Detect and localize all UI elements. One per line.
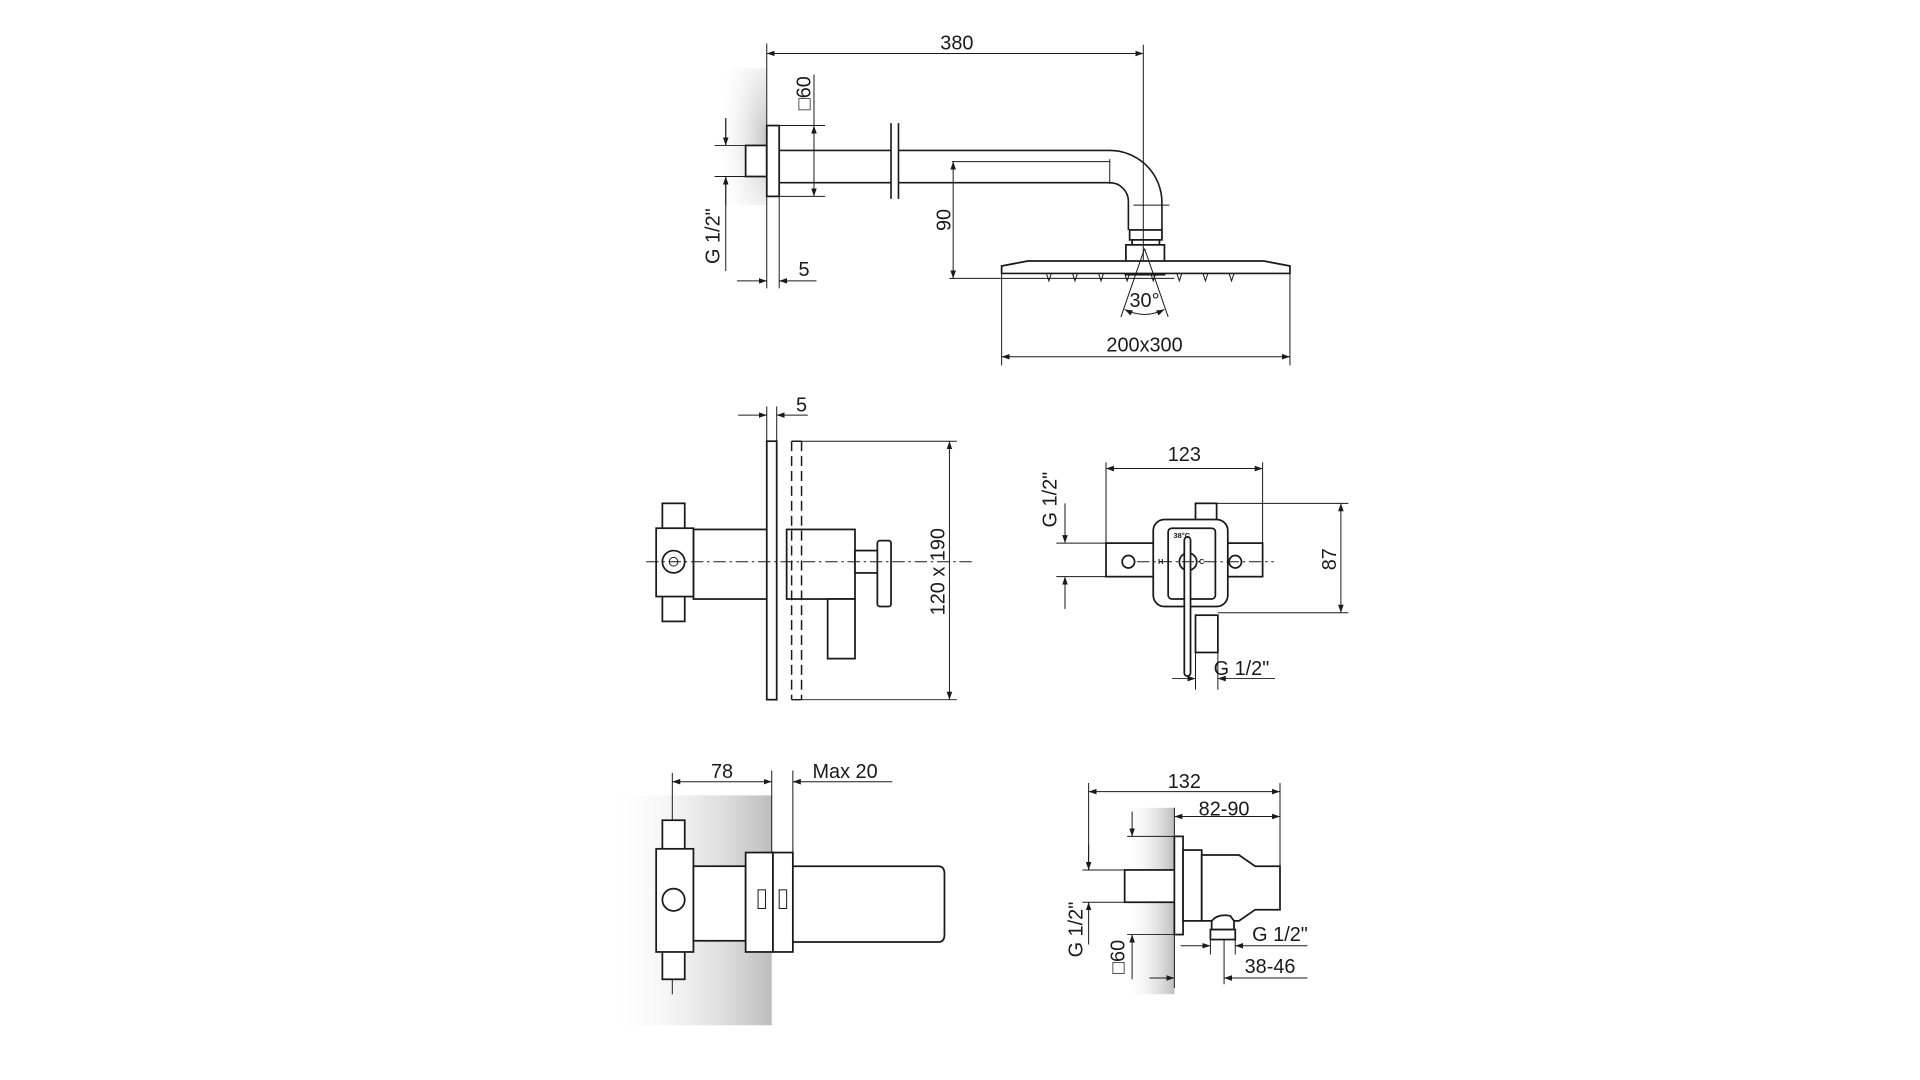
dim-outlet-thread: G 1/2" xyxy=(1252,924,1308,946)
dim-outlet-plate: □60 xyxy=(1108,940,1130,974)
outlet-plate xyxy=(1173,835,1184,936)
drawing-shape xyxy=(1209,928,1237,941)
drawing-line xyxy=(1210,914,1235,931)
drawing-line xyxy=(766,43,1144,289)
dim-side-plate-thickness: 5 xyxy=(796,394,807,416)
drawing-line xyxy=(1173,934,1236,988)
lever-knob xyxy=(876,539,892,608)
mixer-side-view: 5 120 x 190 xyxy=(646,394,976,701)
drawing-line xyxy=(1082,835,1175,936)
drawing-line xyxy=(801,440,957,701)
valve-body xyxy=(692,865,747,942)
dim-depth: 78 xyxy=(711,761,733,783)
shower-head xyxy=(1000,260,1291,275)
mixer-depth-view: 78 Max 20 xyxy=(602,761,946,1026)
drawing-line xyxy=(1216,502,1349,614)
drawing-shape xyxy=(772,851,794,953)
arm-bottom-edge xyxy=(779,181,1130,230)
dim-outlet-length: 132 xyxy=(1168,771,1201,793)
drawing-line xyxy=(1194,652,1219,690)
temperature-lever xyxy=(1183,536,1192,677)
center-marks xyxy=(951,159,1170,206)
outlet-elbow xyxy=(1200,854,1281,922)
lever xyxy=(826,598,856,660)
cold-mark: C xyxy=(1199,557,1205,566)
drawing-line xyxy=(1105,462,1264,544)
arm-top-edge xyxy=(779,149,1163,230)
dim-mixer-thread-bottom: G 1/2" xyxy=(1214,658,1270,680)
drawing-line xyxy=(1001,273,1291,366)
dim-arm-thread: G 1/2" xyxy=(703,208,725,264)
dim-head-size: 200x300 xyxy=(1106,335,1182,357)
valve-body xyxy=(692,528,769,600)
drawing-shape xyxy=(744,851,774,953)
drawing-line xyxy=(1124,309,1165,316)
drawing-shape xyxy=(757,889,767,909)
shower-arm-view: 380 □60 G 1/2" 5 90 30° 200x300 xyxy=(703,33,1291,366)
dim-plate-size-side: 120 x 190 xyxy=(927,528,949,615)
outlet-bottom xyxy=(1194,614,1219,654)
nozzles xyxy=(1045,273,1235,283)
dim-outlet-projection: 82-90 xyxy=(1199,798,1250,820)
dim-mixer-thread-left: G 1/2" xyxy=(1039,472,1061,528)
wall-shadow xyxy=(714,68,767,206)
temp-mark: 38°C xyxy=(1174,531,1191,540)
wall-outlet-view: 132 82-90 G 1/2" □60 G 1/2" 38-46 xyxy=(1065,771,1308,995)
drawing-shape xyxy=(1121,554,1136,569)
drawing-shape xyxy=(661,819,686,853)
outlet-pipe xyxy=(1123,869,1176,904)
dim-spray-angle: 30° xyxy=(1130,290,1160,312)
dim-plate-thickness: 5 xyxy=(799,259,810,281)
drawing-line xyxy=(1056,542,1107,578)
connector xyxy=(1128,229,1163,241)
drawing-shape xyxy=(661,887,686,912)
drawing-shape xyxy=(661,947,686,981)
cover-plate-max xyxy=(790,440,803,701)
drawing-line xyxy=(671,770,794,995)
valve-box xyxy=(655,502,695,623)
drawing-line xyxy=(766,406,778,442)
dim-max: Max 20 xyxy=(812,761,877,783)
handle-base xyxy=(785,528,856,600)
drawing-shape xyxy=(1182,849,1203,922)
drawing-line xyxy=(1120,248,1169,318)
drawing-line xyxy=(1045,273,1235,283)
dim-mixer-height: 87 xyxy=(1319,548,1341,570)
dim-drop: 90 xyxy=(934,209,956,231)
wall-plate xyxy=(765,124,781,198)
nipple xyxy=(744,144,768,178)
drawing-line xyxy=(714,118,746,271)
dim-arm-length: 380 xyxy=(940,33,973,55)
drawing-shape xyxy=(778,889,788,909)
dim-mixer-width: 123 xyxy=(1168,444,1201,466)
dim-outlet-offset: 38-46 xyxy=(1245,956,1296,978)
dim-outlet-thread-left: G 1/2" xyxy=(1065,902,1087,958)
mixer-front-view: 38°C H C 123 87 G 1/2" G 1/2" xyxy=(1039,444,1349,690)
cover-plate xyxy=(765,440,778,701)
dim-plate-size: □60 xyxy=(793,76,815,110)
drawing-line xyxy=(779,125,826,197)
handle-cover xyxy=(791,865,946,943)
break-lines xyxy=(890,123,900,199)
